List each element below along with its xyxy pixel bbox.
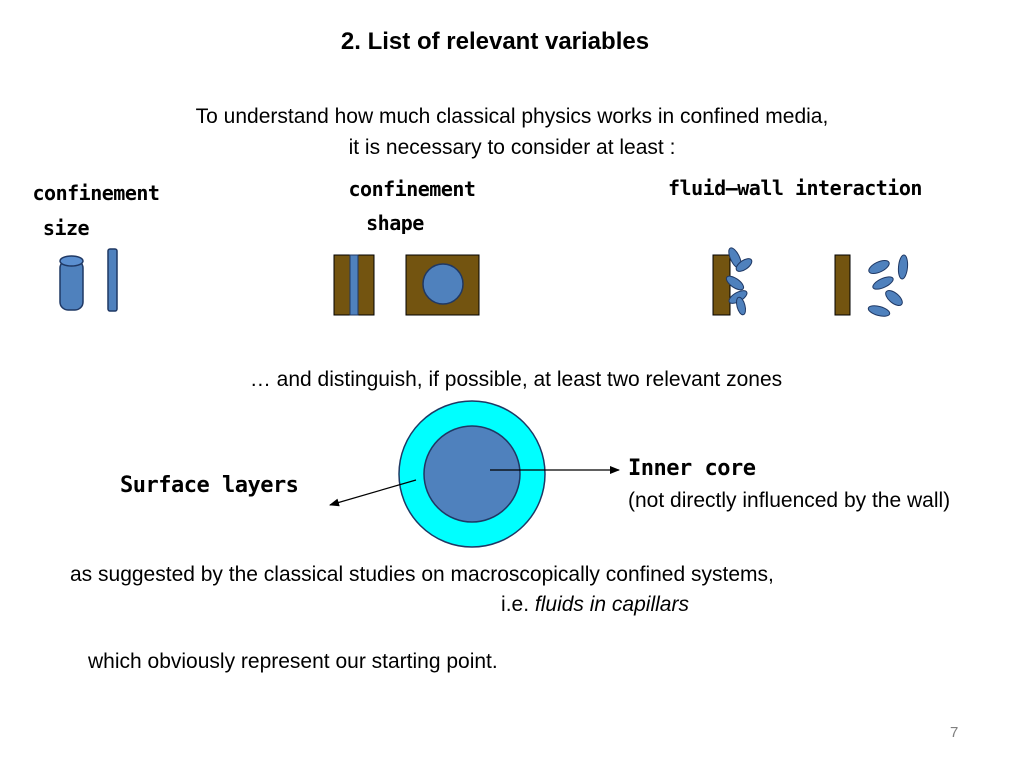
starting-point-text: which obviously represent our starting p… [88,650,498,673]
variable-confinement-size: confinement size [18,176,174,246]
suggest-text: as suggested by the classical studies on… [70,563,774,586]
inner-core-note: (not directly influenced by the wall) [628,489,951,512]
intro-line-2: it is necessary to consider at least : [348,136,676,159]
slit-pore-icon [107,248,118,312]
variable-fluid-wall-interaction: fluid–wall interaction [668,176,922,200]
surface-layers-arrow [329,479,417,507]
surface-layers-label: Surface layers [120,473,299,498]
inner-core-circle [423,425,521,523]
zones-text: … and distinguish, if possible, at least… [249,368,783,391]
variable-shape-line-1: confinement [348,177,476,201]
variable-shape-line-2: shape [366,211,424,235]
variable-size-line-1: confinement [32,181,160,205]
attractive-wall-molecules-icon [712,247,753,316]
cylindrical-pore-square-icon [405,254,480,316]
slide-title: 2. List of relevant variables [340,28,650,55]
ie-italic-text: fluids in capillars [534,593,689,616]
repulsive-wall-molecules-icon [834,254,909,317]
ie-prefix: i.e. [501,593,530,616]
page-number: 7 [950,724,959,741]
intro-line-1: To understand how much classical physics… [195,105,829,128]
zones-diagram [329,400,620,548]
inner-core-label: Inner core [628,456,756,481]
intro-text: To understand how much classical physics… [0,101,1024,163]
variable-confinement-shape: confinement shape [330,172,494,240]
ie-text: i.e. fluids in capillars [0,593,1024,617]
slit-between-walls-icon [333,254,375,316]
cylinder-pore-icon [59,255,84,311]
variable-size-line-2: size [42,216,90,240]
